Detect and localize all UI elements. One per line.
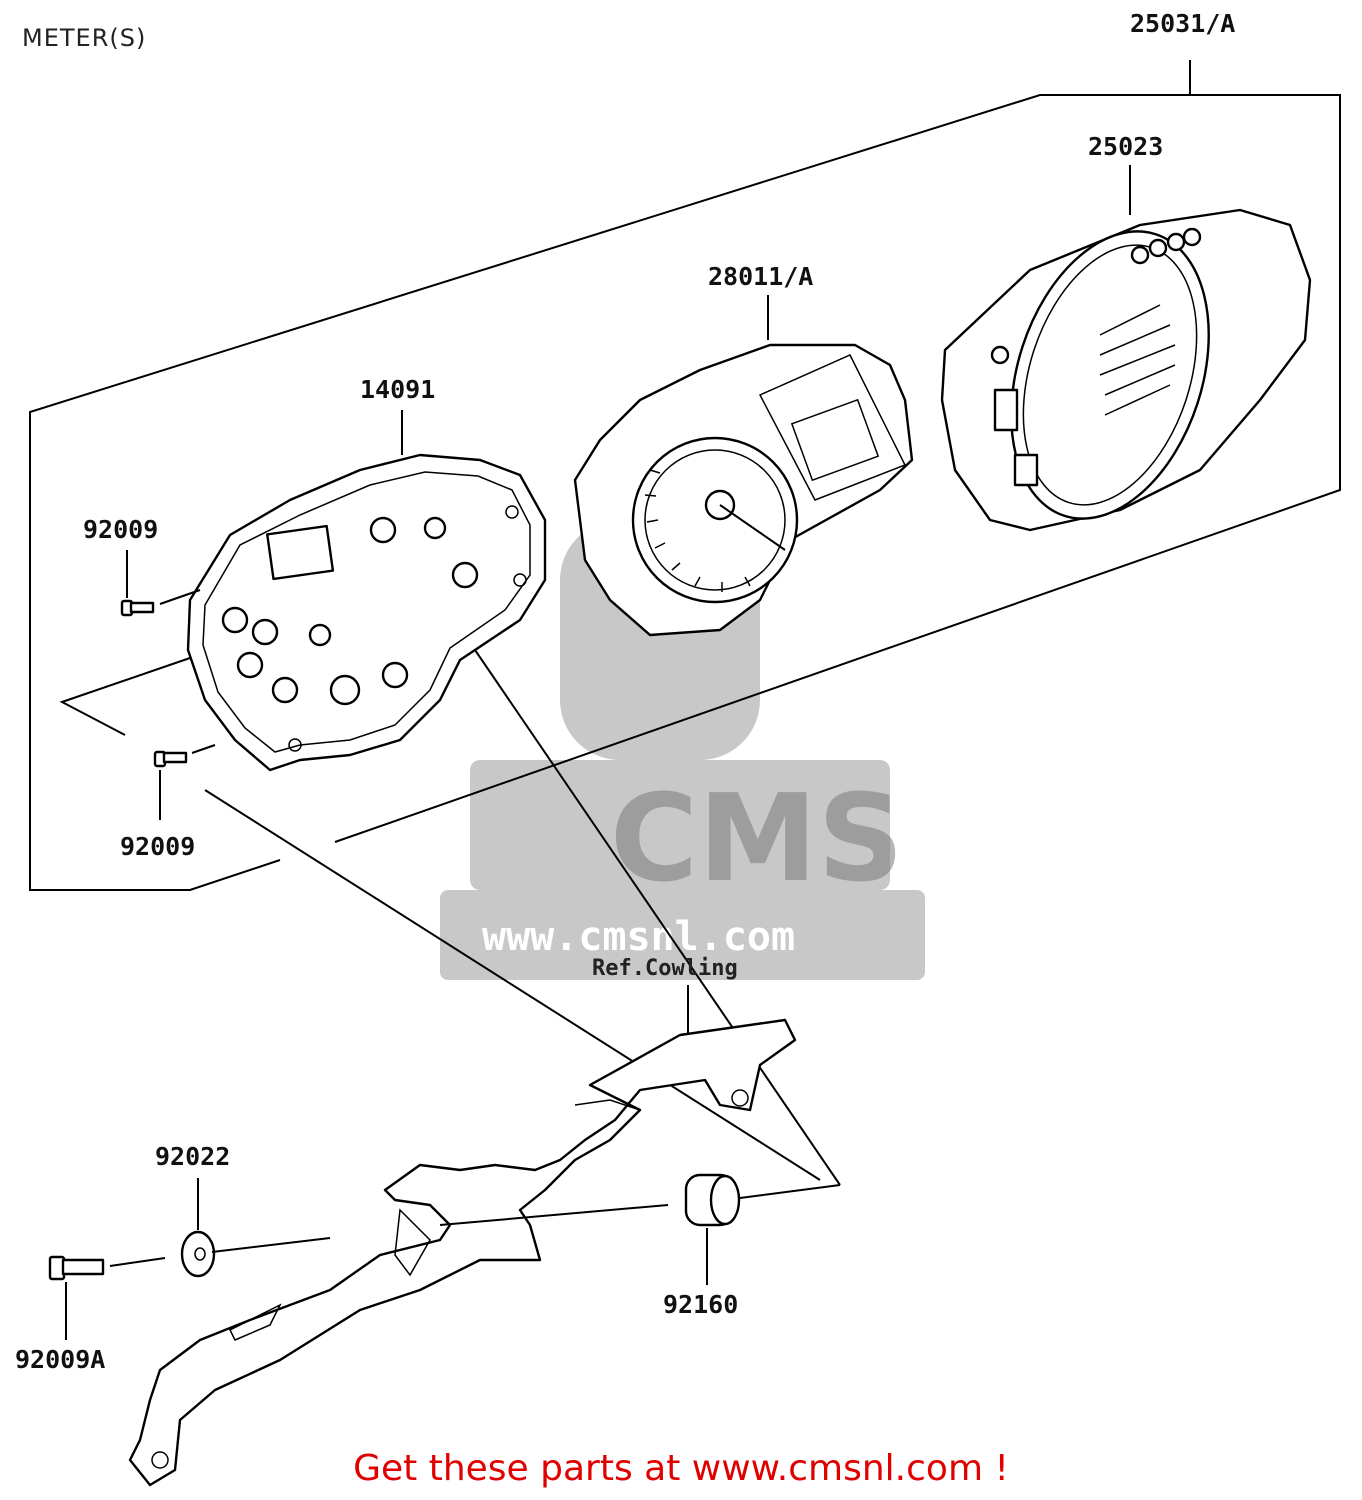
screw-92009-upper: 92009 (83, 515, 201, 617)
part-label-25023[interactable]: 25023 (1088, 132, 1163, 161)
meter-bracket-stay (128, 1018, 797, 1487)
meter-cover-14091: 14091 (186, 375, 547, 772)
part-label-92009-lower[interactable]: 92009 (120, 832, 195, 861)
watermark-url: www.cmsnl.com (482, 914, 795, 960)
part-label-14091[interactable]: 14091 (360, 375, 435, 404)
part-label-92160[interactable]: 92160 (663, 1290, 738, 1319)
part-label-92022[interactable]: 92022 (155, 1142, 230, 1171)
bolt-92009a: 92009A (15, 1255, 166, 1374)
page-title: METER(S) (22, 24, 146, 52)
tach-tick-marks (644, 469, 751, 592)
washer-92022: 92022 (155, 1142, 331, 1278)
part-label-92009-upper[interactable]: 92009 (83, 515, 158, 544)
grommet-92160: 92160 (439, 1173, 841, 1319)
meter-case-25023: 25023 (940, 132, 1312, 532)
part-label-25031-a[interactable]: 25031/A (1130, 9, 1235, 38)
reference-note: Ref.Cowling (592, 956, 738, 1040)
part-label-92009a[interactable]: 92009A (15, 1345, 105, 1374)
cta-banner[interactable]: Get these parts at www.cmsnl.com ! (353, 1448, 1009, 1489)
watermark-logo-text: CMS (610, 770, 904, 909)
meter-assy-bracket: 25031/A (29, 9, 1341, 891)
part-label-28011-a[interactable]: 28011/A (708, 262, 813, 291)
meter-unit-28011-a: 28011/A (573, 262, 914, 637)
sub-assembly-lines (59, 649, 841, 1186)
screw-92009-lower: 92009 (120, 744, 216, 861)
ref-cowling-label: Ref.Cowling (592, 956, 738, 981)
